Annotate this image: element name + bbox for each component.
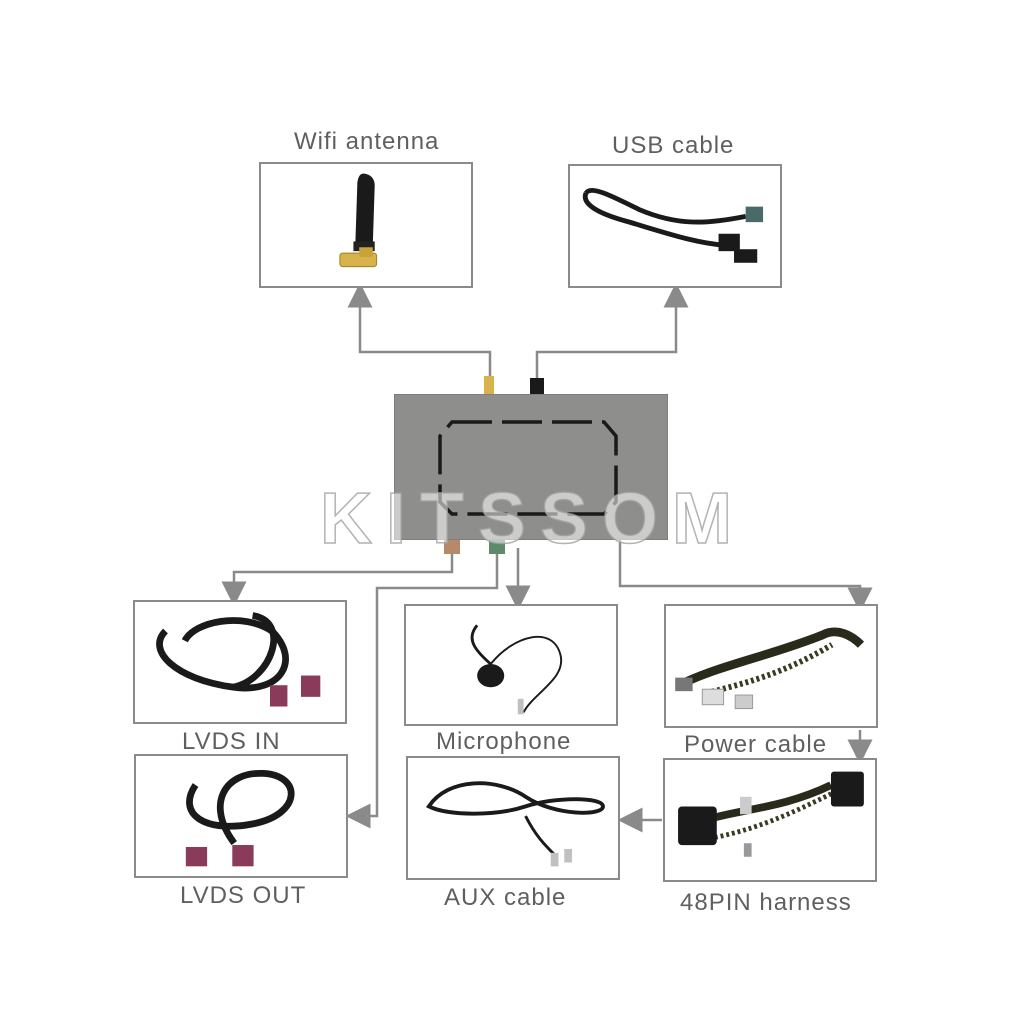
lvds-out-label: LVDS OUT — [180, 882, 307, 909]
wifi-antenna-box — [259, 162, 473, 288]
microphone-label: Microphone — [436, 728, 572, 755]
usb-cable-icon — [582, 187, 764, 263]
power-cable-icon — [675, 627, 865, 710]
aux-cable-label: AUX cable — [444, 884, 567, 911]
lvds-in-port-icon — [444, 540, 460, 554]
lvds-out-cable-icon — [185, 770, 295, 867]
wifi-antenna-icon — [339, 173, 378, 268]
wifi-antenna-label: Wifi antenna — [294, 128, 440, 155]
microphone-icon — [470, 624, 563, 715]
usb-cable-label: USB cable — [612, 132, 735, 159]
aux-cable-icon — [425, 781, 605, 867]
usb-port-icon — [530, 378, 544, 394]
lvds-in-cable-icon — [156, 612, 321, 707]
microphone-box — [404, 604, 618, 726]
lvds-in-label: LVDS IN — [182, 728, 281, 755]
aux-cable-box — [406, 756, 620, 880]
watermark: KITSSOM — [319, 478, 747, 560]
usb-cable-box — [568, 164, 782, 288]
harness-label: 48PIN harness — [680, 889, 852, 916]
harness-box — [663, 758, 877, 882]
harness-icon — [678, 771, 864, 857]
power-cable-box — [664, 604, 878, 728]
antenna-port-icon — [484, 376, 494, 394]
lvds-out-box — [134, 754, 348, 878]
lvds-in-box — [133, 600, 347, 724]
control-unit — [393, 393, 669, 541]
power-cable-label: Power cable — [684, 731, 828, 758]
lvds-out-port-icon — [489, 540, 505, 554]
